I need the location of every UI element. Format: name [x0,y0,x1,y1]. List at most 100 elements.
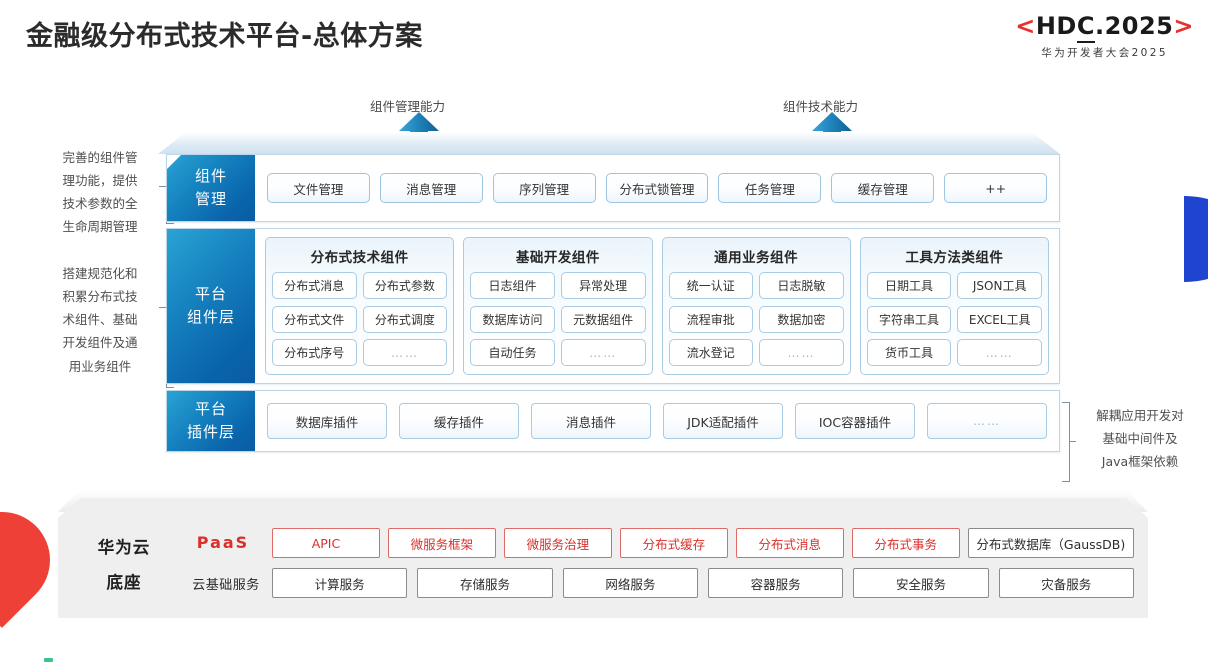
chip-log-component[interactable]: 日志组件 [470,272,555,299]
chip-distributed-message[interactable]: 分布式消息 [272,272,357,299]
chip-distributed-parameter[interactable]: 分布式参数 [362,272,448,299]
bracket-right-1-tick [1069,441,1076,442]
layer-label-line: 平台 [194,399,227,418]
layer-body-platform-component: 分布式技术组件 分布式消息 分布式参数 分布式文件 分布式调度 分布式序号 ……… [255,229,1059,383]
paas-item-microservice-governance[interactable]: 微服务治理 [503,528,612,558]
group-grid-distributed-technology: 分布式消息 分布式参数 分布式文件 分布式调度 分布式序号 …… [272,272,448,368]
hdc-logo: <HDC.2025> 华为开发者大会2025 [1015,12,1194,60]
chip-distributed-lock-management[interactable]: 分布式锁管理 [605,173,709,203]
green-dash-decoration [44,658,53,662]
platform-stack-panel: 组件 管理 文件管理 消息管理 序列管理 分布式锁管理 任务管理 缓存管理 ++… [158,132,1060,477]
paas-item-distributed-cache[interactable]: 分布式缓存 [619,528,728,558]
chip-database-access[interactable]: 数据库访问 [470,305,555,333]
cloud-item-network[interactable]: 网络服务 [562,568,698,598]
layer-body-platform-plugin: 数据库插件 缓存插件 消息插件 JDK适配插件 IOC容器插件 …… [255,391,1059,451]
group-grid-general-business: 统一认证 日志脱敏 流程审批 数据加密 流水登记 …… [668,272,844,368]
group-distributed-technology: 分布式技术组件 分布式消息 分布式参数 分布式文件 分布式调度 分布式序号 …… [265,237,455,375]
cloud-item-storage[interactable]: 存储服务 [417,568,553,598]
chip-file-management[interactable]: 文件管理 [267,173,370,203]
chip-process-approval[interactable]: 流程审批 [668,305,754,333]
chip-transaction-register[interactable]: 流水登记 [668,339,754,367]
layer-platform-plugin: 平台 插件层 数据库插件 缓存插件 消息插件 JDK适配插件 IOC容器插件 …… [166,390,1060,452]
layer-label-platform-component: 平台 组件层 [167,229,255,383]
chip-distributed-scheduling[interactable]: 分布式调度 [362,305,448,333]
hdc-logo-main: <HDC.2025> [1015,12,1194,43]
cloud-item-security[interactable]: 安全服务 [853,568,989,598]
chip-currency-tool[interactable]: 货币工具 [866,339,952,367]
annotation-left-1-line: 理功能，提供 [62,173,138,189]
layer-component-management: 组件 管理 文件管理 消息管理 序列管理 分布式锁管理 任务管理 缓存管理 ++ [166,154,1060,222]
chip-more-general-business[interactable]: …… [759,339,844,367]
chip-more-basic-development[interactable]: …… [560,339,646,367]
chip-cache-plugin[interactable]: 缓存插件 [399,403,519,439]
group-tool-method: 工具方法类组件 日期工具 JSON工具 字符串工具 EXCEL工具 货币工具 …… [859,237,1049,375]
layer-label-platform-plugin: 平台 插件层 [167,391,255,451]
bracket-right-1 [1062,402,1070,482]
hdc-logo-suffix: .2025 [1094,12,1174,40]
chip-database-plugin[interactable]: 数据库插件 [267,403,387,439]
cloud-basic-service-label: 云基础服务 [192,578,260,593]
layer-label-component-management: 组件 管理 [167,155,255,221]
cloud-item-container[interactable]: 容器服务 [707,568,844,598]
chip-log-desensitization[interactable]: 日志脱敏 [759,272,844,299]
chip-date-tool[interactable]: 日期工具 [866,272,952,299]
layer-body-component-management: 文件管理 消息管理 序列管理 分布式锁管理 任务管理 缓存管理 ++ [255,155,1059,221]
group-grid-tool-method: 日期工具 JSON工具 字符串工具 EXCEL工具 货币工具 …… [866,272,1042,368]
base-title-line: 华为云 [97,538,151,557]
chip-more-plugin[interactable]: …… [927,403,1047,439]
chip-message-management[interactable]: 消息管理 [379,173,483,203]
base-title: 华为云 底座 [78,530,170,601]
chip-unified-authentication[interactable]: 统一认证 [668,272,754,299]
chip-auto-task[interactable]: 自动任务 [470,339,555,367]
annotation-right-1-line: 解耦应用开发对 [1096,408,1184,423]
cloud-item-disaster-recovery[interactable]: 灾备服务 [998,568,1134,598]
group-title-distributed-technology: 分布式技术组件 [310,250,409,266]
panel-top-bevel [158,132,1060,154]
annotation-left-2-line: 搭建规范化和 [62,266,138,281]
paas-item-distributed-message[interactable]: 分布式消息 [735,528,844,558]
paas-label: PaaS [196,533,250,552]
annotation-left-1: 完善的组件管 理功能，提供 技术参数的全 生命周期管理 [40,146,160,239]
chip-more-tool-method[interactable]: …… [957,339,1042,367]
chip-distributed-file[interactable]: 分布式文件 [272,305,357,333]
group-title-general-business: 通用业务组件 [714,250,799,266]
group-general-business: 通用业务组件 统一认证 日志脱敏 流程审批 数据加密 流水登记 …… [661,237,851,375]
chip-excel-tool[interactable]: EXCEL工具 [957,305,1042,333]
layer-label-line: 管理 [194,190,227,208]
chip-more-distributed[interactable]: …… [362,339,448,367]
annotation-left-2-line: 用业务组件 [68,358,132,374]
paas-item-apic[interactable]: APIC [272,528,380,558]
chip-string-tool[interactable]: 字符串工具 [866,305,952,333]
blue-halfcircle-decoration [1184,196,1208,282]
chip-cache-management[interactable]: 缓存管理 [831,173,935,203]
annotation-left-1-line: 技术参数的全 [62,196,138,212]
cloud-item-compute[interactable]: 计算服务 [272,568,408,598]
chip-add-more[interactable]: ++ [944,173,1048,203]
chip-ioc-container-plugin[interactable]: IOC容器插件 [795,403,915,439]
paas-service-row: APIC 微服务框架 微服务治理 分布式缓存 分布式消息 分布式事务 分布式数据… [272,528,1134,558]
chip-sequence-management[interactable]: 序列管理 [492,173,596,203]
annotation-left-2: 搭建规范化和 积累分布式技 术组件、基础 开发组件及通 用业务组件 [40,262,160,378]
arrow-label-component-technology: 组件技术能力 [783,99,859,114]
paas-item-distributed-transaction[interactable]: 分布式事务 [851,528,960,558]
chip-jdk-adapter-plugin[interactable]: JDK适配插件 [663,403,783,439]
layer-label-line: 平台 [194,284,227,303]
chip-data-encryption[interactable]: 数据加密 [759,305,844,333]
chip-distributed-sequence[interactable]: 分布式序号 [272,339,357,367]
base-title-line: 底座 [106,573,142,593]
group-basic-development: 基础开发组件 日志组件 异常处理 数据库访问 元数据组件 自动任务 …… [463,237,653,375]
group-title-tool-method: 工具方法类组件 [905,250,1004,266]
chip-exception-handling[interactable]: 异常处理 [560,272,646,299]
group-grid-basic-development: 日志组件 异常处理 数据库访问 元数据组件 自动任务 …… [470,272,646,368]
annotation-right-1: 解耦应用开发对 基础中间件及 Java框架依赖 [1076,404,1204,473]
base-panel [58,498,1148,618]
chip-metadata-component[interactable]: 元数据组件 [560,305,646,333]
chip-json-tool[interactable]: JSON工具 [957,272,1042,299]
layer-label-line: 组件层 [186,308,235,326]
paas-item-distributed-database[interactable]: 分布式数据库（GaussDB) [967,528,1134,558]
paas-item-microservice-framework[interactable]: 微服务框架 [387,528,496,558]
hdc-logo-subtitle: 华为开发者大会2025 [1041,47,1168,59]
chip-task-management[interactable]: 任务管理 [718,173,822,203]
chip-message-plugin[interactable]: 消息插件 [531,403,651,439]
